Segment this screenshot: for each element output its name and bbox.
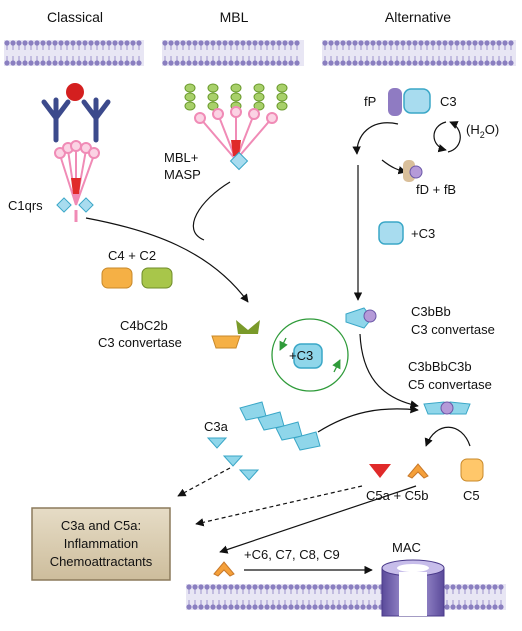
green-loop-arrow-2: [332, 359, 341, 373]
c1q-icon: [54, 140, 100, 206]
c5a-icon: [369, 464, 391, 478]
label-plus-c3-loop: +C3: [289, 348, 313, 363]
bb-c5-icon: [440, 401, 454, 415]
label-c3-convertase-alt: C3 convertase: [411, 322, 495, 337]
classical-arrow: [85, 217, 249, 303]
fp-icon: [388, 88, 402, 116]
label-fp: fP: [364, 94, 376, 109]
c5-icon: [460, 458, 484, 482]
membrane-mbl: [162, 40, 304, 66]
c3-free-icon: [378, 221, 404, 245]
header-classical: Classical: [47, 9, 103, 25]
c4-icon: [101, 267, 133, 289]
h2o-cycle-arrows-2: [447, 121, 461, 153]
label-c3-top: C3: [440, 94, 457, 109]
label-c5-convertase: C5 convertase: [408, 377, 492, 392]
green-loop-arrow: [279, 337, 288, 351]
c3a-dashed-arrow: [177, 467, 231, 497]
label-mac: MAC: [392, 540, 421, 555]
mbl-core-icon: [231, 140, 241, 156]
label-mbl-masp-2: MASP: [164, 167, 201, 182]
antibody-icon: [41, 97, 111, 143]
membrane-alternative: [322, 40, 516, 66]
label-c3-convertase-cl: C3 convertase: [98, 335, 182, 350]
box-line1: C3a and C5a:: [61, 518, 141, 533]
c2-icon: [141, 267, 173, 289]
label-plus-c3-alt: +C3: [411, 226, 435, 241]
c5b-bottom-icon: [213, 561, 235, 577]
chain-to-c5conv-arrow: [317, 405, 419, 433]
mbl-arrow: [192, 181, 231, 241]
header-alternative: Alternative: [385, 9, 451, 25]
c1-core-icon: [71, 178, 81, 194]
mbl-lectin-icon: [194, 106, 278, 161]
label-c5: C5: [463, 488, 480, 503]
label-mbl-masp-1: MBL+: [164, 150, 198, 165]
box-line2: Inflammation: [64, 536, 138, 551]
c4b-icon: [211, 335, 241, 349]
c2b-icon: [236, 320, 260, 334]
c3b-chain-icon: [239, 401, 321, 451]
alt-loop-arrow-2: [381, 159, 407, 175]
mac-pore-icon: [381, 559, 445, 617]
c5a-dashed-arrow: [195, 485, 363, 527]
label-c6-c9: +C6, C7, C8, C9: [244, 547, 340, 562]
label-c1qrs: C1qrs: [8, 198, 43, 213]
c3-loop-icon: [293, 343, 323, 369]
c3a-icon: [206, 437, 260, 481]
masp-icon: [229, 151, 249, 171]
inflammation-box: [31, 507, 171, 581]
h2o-cycle-arrows: [433, 121, 447, 153]
label-c3bbb: C3bBb: [411, 304, 451, 319]
label-c3bbbc3b: C3bBbC3b: [408, 359, 472, 374]
c3bbb-to-c5conv-arrow: [359, 333, 419, 409]
alt-loop-arrow: [352, 122, 399, 155]
label-c5a-c5b: C5a + C5b: [366, 488, 429, 503]
label-fd-fb: fD + fB: [416, 182, 456, 197]
c3b-left-icon: [423, 401, 445, 415]
box-line3: Chemoattractants: [50, 554, 153, 569]
antigen-icon: [66, 83, 84, 101]
label-c4-c2: C4 + C2: [108, 248, 156, 263]
label-c4bc2b: C4bC2b: [120, 318, 168, 333]
c1rs-icon: [56, 197, 94, 213]
c5b-icon: [407, 463, 429, 479]
c3-top-icon: [403, 88, 431, 114]
c5b-to-mac-arrow: [219, 485, 417, 554]
label-c3a: C3a: [204, 419, 229, 434]
green-loop: [271, 318, 349, 392]
header-mbl: MBL: [220, 9, 249, 25]
bb-icon: [363, 309, 377, 323]
fb-icon: [409, 165, 423, 179]
c5-split-arrow: [424, 426, 471, 447]
label-h2o: (H2O): [466, 122, 499, 140]
membrane-bottom: [186, 584, 506, 610]
membrane-classical: [4, 40, 144, 66]
